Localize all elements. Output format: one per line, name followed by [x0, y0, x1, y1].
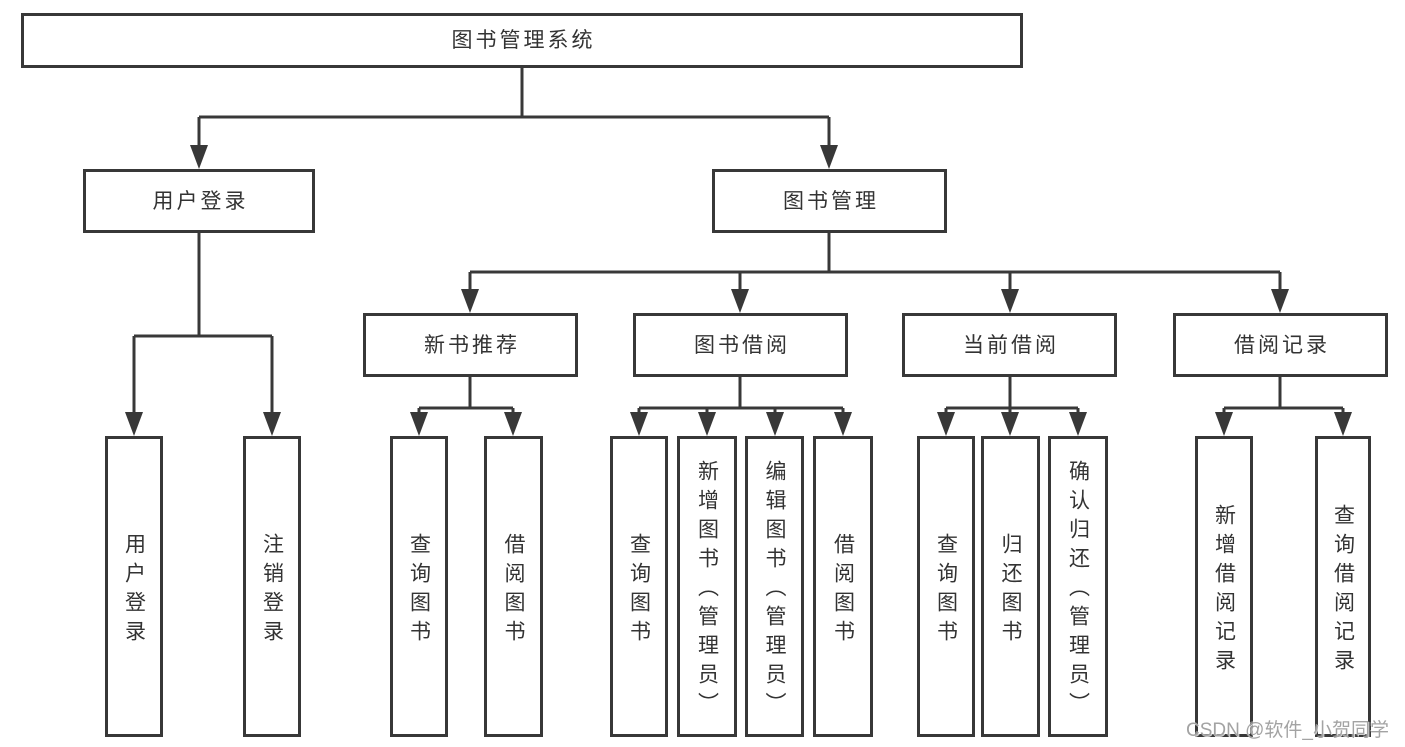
leaf-query-books-borrow: 查询图书: [610, 436, 668, 737]
node-label: 新增借阅记录: [1212, 503, 1236, 678]
node-new-book-recommend: 新书推荐: [363, 313, 578, 377]
csdn-watermark: CSDN @软件_小贺同学: [1186, 720, 1389, 741]
leaf-add-borrow-record: 新增借阅记录: [1195, 436, 1253, 737]
node-label: 编辑图书（管理员）: [763, 460, 786, 721]
node-label: 用户登录: [152, 189, 249, 213]
node-borrow-records: 借阅记录: [1173, 313, 1388, 377]
node-label: 归还图书: [999, 532, 1022, 649]
node-label: 查询图书: [627, 532, 651, 649]
node-label: 图书借阅: [694, 333, 790, 357]
leaf-query-books-current: 查询图书: [917, 436, 975, 737]
leaf-confirm-return-admin: 确认归还（管理员）: [1048, 436, 1108, 737]
node-label: 新增图书（管理员）: [695, 460, 719, 721]
arrowheads: [125, 145, 1352, 436]
node-current-borrow: 当前借阅: [902, 313, 1117, 377]
node-label: 确认归还（管理员）: [1066, 460, 1090, 721]
node-label: 新书推荐: [424, 333, 520, 357]
leaf-query-borrow-record: 查询借阅记录: [1315, 436, 1371, 737]
node-user-login: 用户登录: [83, 169, 315, 233]
leaf-borrow-books-recommend: 借阅图书: [484, 436, 543, 737]
node-label: 查询图书: [407, 532, 431, 649]
leaf-logout-login: 注销登录: [243, 436, 301, 737]
node-label: 用户登录: [122, 532, 146, 649]
leaf-add-book-admin: 新增图书（管理员）: [677, 436, 737, 737]
node-label: 查询图书: [934, 532, 958, 649]
node-label: 借阅记录: [1234, 333, 1330, 357]
node-label: 借阅图书: [831, 532, 855, 649]
node-book-management: 图书管理: [712, 169, 947, 233]
node-root: 图书管理系统: [21, 13, 1023, 68]
leaf-user-login: 用户登录: [105, 436, 163, 737]
leaf-borrow-books: 借阅图书: [813, 436, 873, 737]
leaf-return-books: 归还图书: [981, 436, 1040, 737]
node-label: 注销登录: [260, 532, 284, 649]
leaf-edit-book-admin: 编辑图书（管理员）: [745, 436, 804, 737]
node-book-borrow: 图书借阅: [633, 313, 848, 377]
node-label: 借阅图书: [502, 532, 525, 649]
leaf-query-books-recommend: 查询图书: [390, 436, 448, 737]
node-label: 图书管理系统: [451, 29, 596, 52]
node-label: 查询借阅记录: [1331, 503, 1355, 678]
node-label: 图书管理: [783, 189, 879, 213]
node-label: 当前借阅: [963, 333, 1059, 357]
